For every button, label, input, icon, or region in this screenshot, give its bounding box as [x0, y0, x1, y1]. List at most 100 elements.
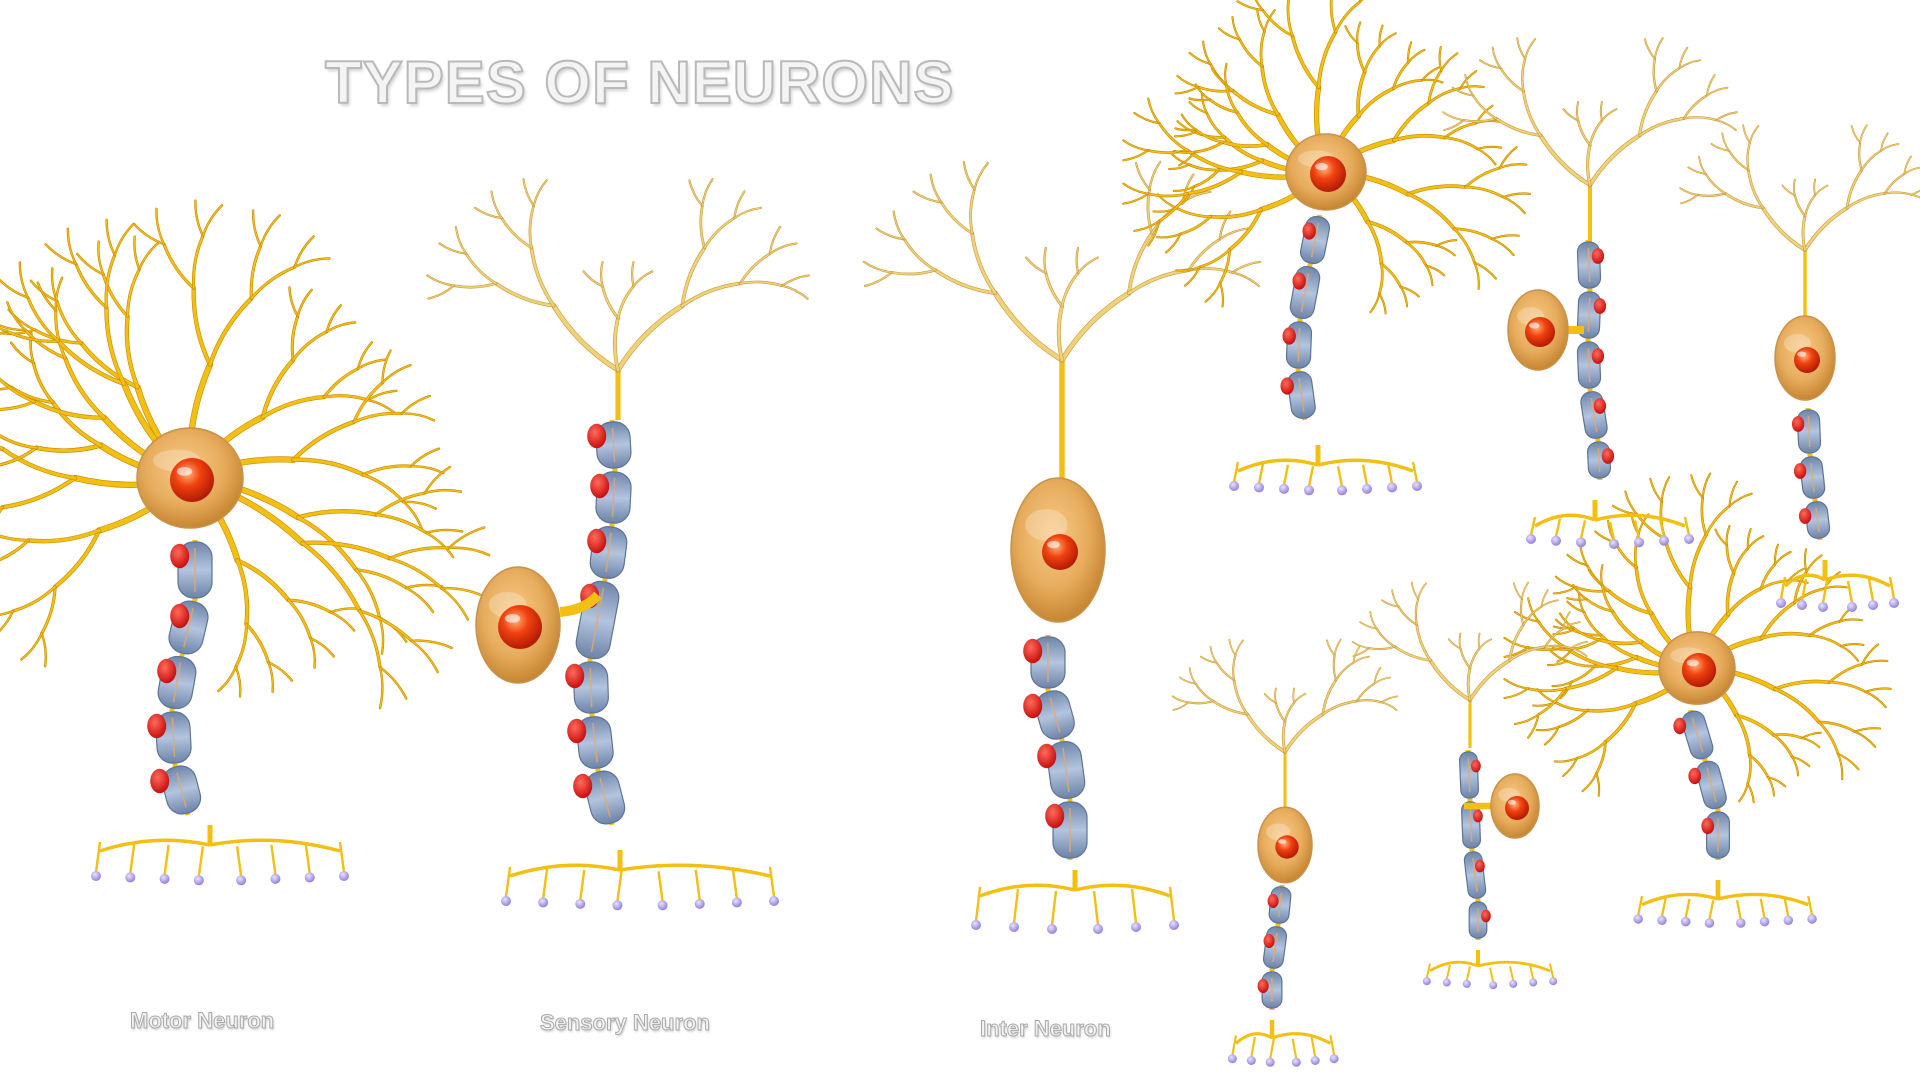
- dendrite-branch: [1576, 101, 1579, 121]
- terminal-twig: [1800, 578, 1808, 602]
- dendrite-branch: [402, 501, 423, 530]
- dendrite-branch: [1742, 124, 1751, 144]
- dendrite-branch: [1168, 164, 1190, 170]
- dendrite-branch: [530, 246, 555, 307]
- motor-neuron: [0, 199, 491, 886]
- dendrite-branch: [1122, 183, 1149, 195]
- terminal-twig: [1411, 461, 1419, 483]
- dendrite-branch: [0, 475, 78, 510]
- dendrite-branch: [929, 173, 943, 204]
- synaptic-terminal: [1684, 534, 1694, 544]
- dendrite-branch: [375, 492, 426, 516]
- dendrite-branch: [1604, 702, 1637, 743]
- dendrite-branch: [1793, 587, 1826, 604]
- dendrite-branch: [1453, 228, 1476, 264]
- dendrite-branch: [969, 188, 976, 234]
- dendrite-branch: [1392, 61, 1410, 90]
- dendrite-branch: [973, 161, 990, 191]
- dendrite-branch: [1459, 647, 1471, 669]
- dendrite-branch: [1747, 783, 1755, 803]
- dendrite-branch: [1415, 598, 1419, 626]
- dendrite-branch: [1201, 92, 1208, 114]
- dendrite-branch: [410, 448, 440, 467]
- dendrite-branch: [1368, 646, 1396, 650]
- dendrite-branch: [1175, 266, 1201, 272]
- node-of-ranvier: [1673, 717, 1687, 735]
- dendrite-branch: [1394, 646, 1432, 662]
- dendrite-branch: [551, 303, 620, 372]
- dendrite-branch: [1808, 634, 1843, 648]
- dendrite-branch: [1742, 124, 1751, 144]
- terminal-twig: [197, 846, 205, 877]
- dendrite-branch: [913, 191, 942, 203]
- dendrite-branch: [1880, 143, 1900, 152]
- dendrite-branch: [400, 394, 431, 415]
- motor-neuron-label: Motor Neuron: [129, 1008, 275, 1034]
- dendrite-branch: [1290, 33, 1321, 90]
- synaptic-terminal: [1169, 920, 1179, 930]
- dendrite-branch: [1845, 192, 1887, 210]
- dendrite-branch: [1563, 108, 1579, 121]
- dendrite-branch: [1558, 709, 1589, 728]
- dendrite-branch: [1435, 244, 1456, 257]
- dendrite-branch: [249, 265, 296, 300]
- dendrite-branch: [1748, 125, 1760, 144]
- dendrite-branch: [1283, 712, 1325, 754]
- dendrite-branch: [56, 339, 126, 386]
- dendrite-branch: [616, 284, 635, 320]
- node-of-ranvier: [1591, 348, 1605, 364]
- dendrite-branch: [1735, 714, 1751, 757]
- axon-core: [1469, 807, 1473, 843]
- dendrite-branch: [375, 513, 428, 534]
- dendrite-branch: [0, 327, 7, 332]
- synaptic-terminal: [1489, 981, 1498, 990]
- dendrite-branch: [1231, 89, 1280, 116]
- dendrite-branch: [1861, 150, 1882, 171]
- dendrite-branch: [1369, 611, 1378, 630]
- dendrite-branch: [1256, 8, 1265, 32]
- dendrite-branch: [1172, 695, 1189, 703]
- dendrite-branch: [1564, 666, 1618, 690]
- dendrite-branch: [1373, 677, 1391, 684]
- dendrite-branch: [1884, 173, 1905, 194]
- myelin-sheath: [161, 765, 202, 815]
- dendrite-branch: [1544, 726, 1560, 745]
- dendrite-branch: [1406, 192, 1456, 231]
- dendrite-branch: [1791, 756, 1799, 776]
- dendrite-branch: [1808, 620, 1842, 637]
- dendrite-branch: [1440, 52, 1459, 72]
- dendrite-branch: [522, 178, 535, 207]
- dendrite-branch: [632, 270, 654, 288]
- dendrite-branch: [1352, 641, 1370, 649]
- dendrite-branch: [940, 201, 973, 234]
- dendrite-branch: [381, 363, 412, 384]
- dendrite-branch: [0, 446, 78, 481]
- motor-neuron-small-2: [1503, 472, 1892, 928]
- synaptic-terminal: [1265, 1057, 1275, 1067]
- dendrite-branch: [522, 178, 535, 207]
- dendrite-branch: [1513, 582, 1523, 600]
- dendrite-branch: [1059, 291, 1131, 363]
- dendrite-branch: [1638, 117, 1685, 137]
- dendrite-branch: [1839, 618, 1863, 622]
- dendrite-branch: [250, 266, 296, 300]
- synaptic-terminal: [1229, 481, 1239, 491]
- dendrite-branch: [287, 599, 332, 614]
- dendrite-branch: [1802, 215, 1806, 251]
- dendrite-branch: [379, 666, 407, 700]
- dendrite-branch: [1578, 592, 1585, 613]
- dendrite-branch: [1189, 667, 1197, 684]
- dendrite-branch: [12, 585, 57, 613]
- dendrite-branch: [1805, 554, 1823, 573]
- dendrite-branch: [1607, 589, 1653, 615]
- terminal-twig: [1660, 897, 1667, 917]
- axon-terminal-branch: [209, 838, 341, 853]
- dendrite-branch: [358, 609, 381, 669]
- terminal-twig: [1232, 461, 1240, 483]
- synaptic-terminal: [1807, 914, 1817, 924]
- dendrite-branch: [1472, 94, 1498, 120]
- dendrite-branch: [1817, 720, 1840, 756]
- dendrite-branch: [1133, 112, 1160, 124]
- dendrite-branch: [1527, 714, 1539, 739]
- dendrite-branch: [1791, 756, 1810, 767]
